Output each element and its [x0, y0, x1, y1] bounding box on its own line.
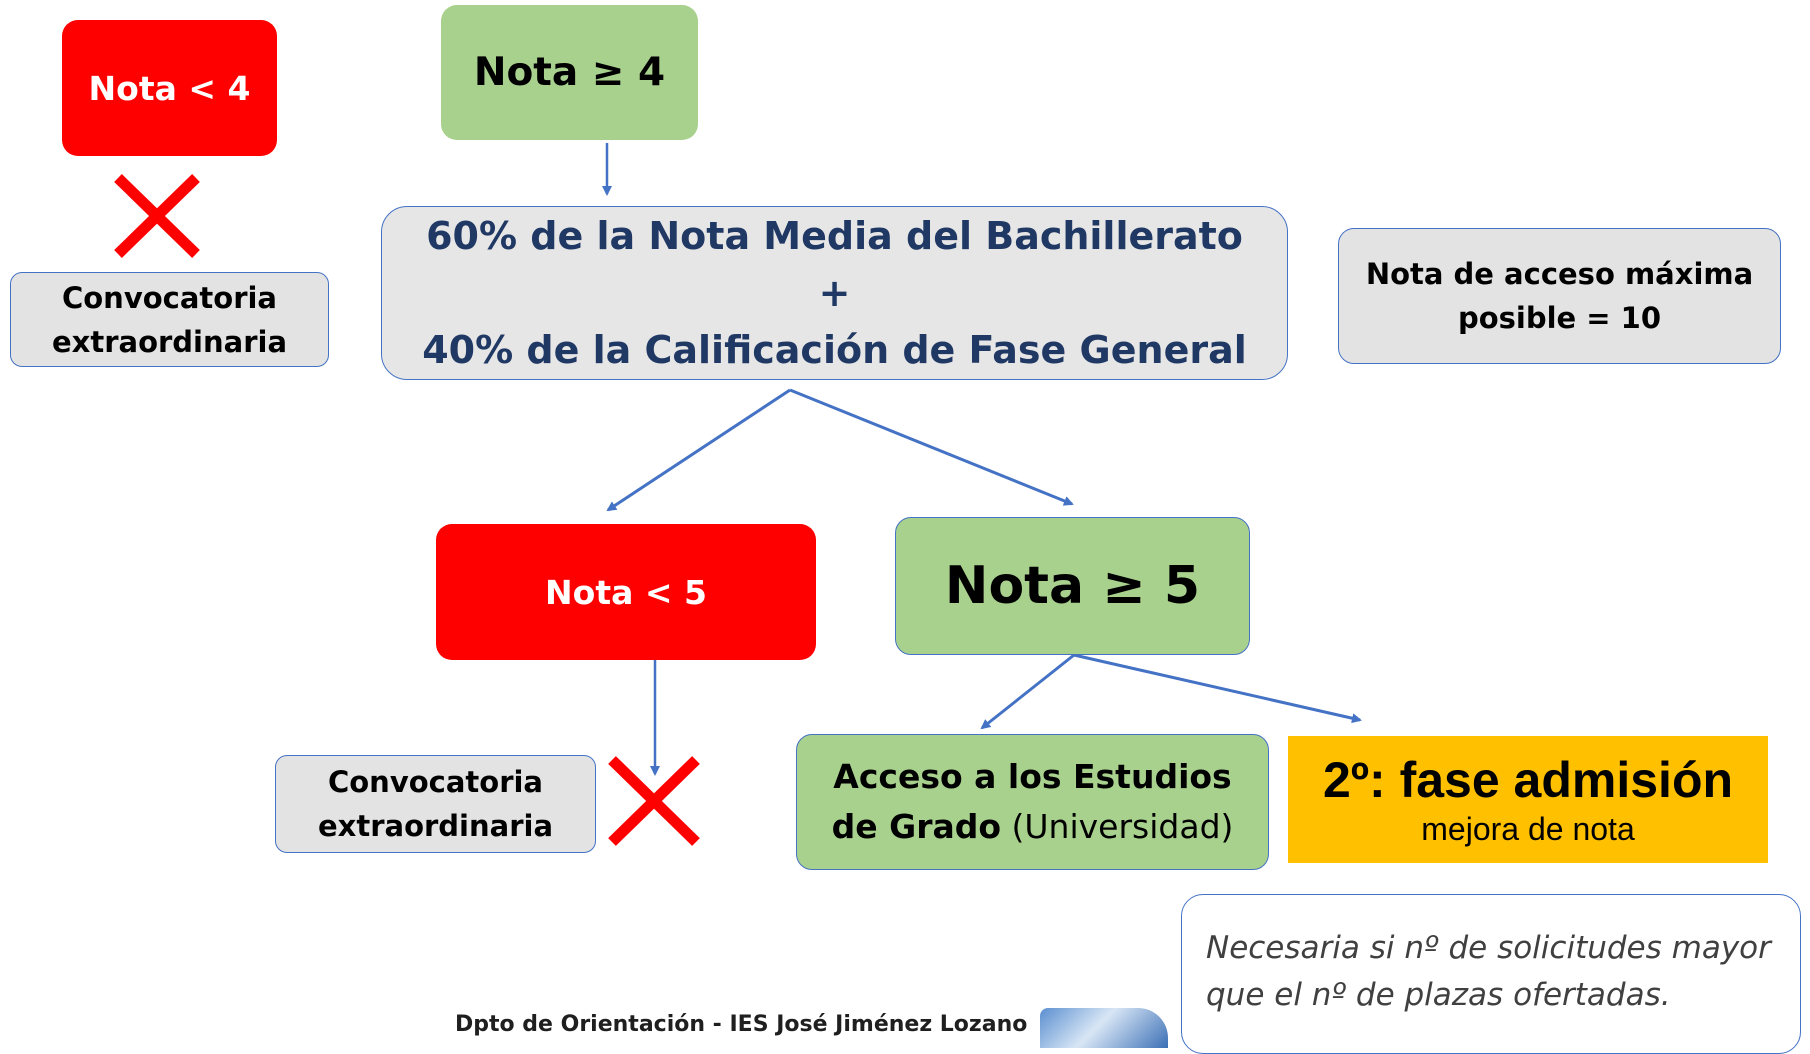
- note-box: Necesaria si nº de solicitudes mayor que…: [1181, 894, 1801, 1054]
- acceso-line2-bold: de Grado: [831, 807, 1002, 846]
- red-x-icon: [608, 756, 700, 846]
- acceso-line2: de Grado (Universidad): [832, 802, 1234, 852]
- convocatoria-2-line2: extraordinaria: [317, 809, 554, 843]
- node-nota-ge5-label: Nota ≥ 5: [944, 556, 1201, 616]
- node-acceso-grado: Acceso a los Estudios de Grado (Universi…: [796, 734, 1269, 870]
- red-x-icon: [114, 174, 200, 258]
- nota-maxima-line2: posible = 10: [1457, 301, 1662, 335]
- footer-credit: Dpto de Orientación - IES José Jiménez L…: [455, 1012, 1028, 1037]
- convocatoria-2-line1: Convocatoria: [327, 765, 544, 799]
- node-nota-ge4-label: Nota ≥ 4: [473, 50, 666, 95]
- school-building-icon: [1040, 1008, 1168, 1048]
- arrow-ge5-to-acceso: [980, 653, 1075, 730]
- node-nota-lt4: Nota < 4: [62, 20, 277, 156]
- node-nota-lt5-label: Nota < 5: [545, 572, 707, 612]
- fase-admision-title: 2º: fase admisión: [1322, 751, 1734, 808]
- node-nota-lt5: Nota < 5: [436, 524, 816, 660]
- formula-plus: +: [818, 270, 851, 315]
- node-convocatoria-2: Convocatoria extraordinaria: [275, 755, 596, 853]
- acceso-line1: Acceso a los Estudios: [833, 757, 1232, 796]
- nota-maxima-line1: Nota de acceso máxima: [1365, 257, 1754, 291]
- convocatoria-1-line2: extraordinaria: [51, 324, 288, 359]
- node-nota-ge4: Nota ≥ 4: [441, 5, 698, 140]
- arrow-formula-to-lt5: [606, 388, 791, 512]
- acceso-line2-normal: (Universidad): [1001, 807, 1234, 846]
- note-line2: que el nº de plazas ofertadas.: [1206, 977, 1671, 1013]
- note-line1: Necesaria si nº de solicitudes mayor: [1206, 930, 1771, 966]
- node-fase-admision: 2º: fase admisión mejora de nota: [1288, 736, 1768, 863]
- fase-admision-subtitle: mejora de nota: [1421, 810, 1635, 847]
- node-nota-ge5: Nota ≥ 5: [895, 517, 1250, 655]
- node-nota-maxima: Nota de acceso máxima posible = 10: [1338, 228, 1781, 364]
- formula-line2: 40% de la Calificación de Fase General: [422, 327, 1247, 372]
- arrow-ge5-to-admision: [1073, 653, 1362, 724]
- node-formula: 60% de la Nota Media del Bachillerato + …: [381, 206, 1288, 380]
- node-convocatoria-1: Convocatoria extraordinaria: [10, 272, 329, 367]
- node-nota-lt4-label: Nota < 4: [88, 68, 251, 108]
- convocatoria-1-line1: Convocatoria: [61, 280, 278, 315]
- arrow-formula-to-ge5: [789, 388, 1074, 506]
- formula-line1: 60% de la Nota Media del Bachillerato: [426, 213, 1243, 258]
